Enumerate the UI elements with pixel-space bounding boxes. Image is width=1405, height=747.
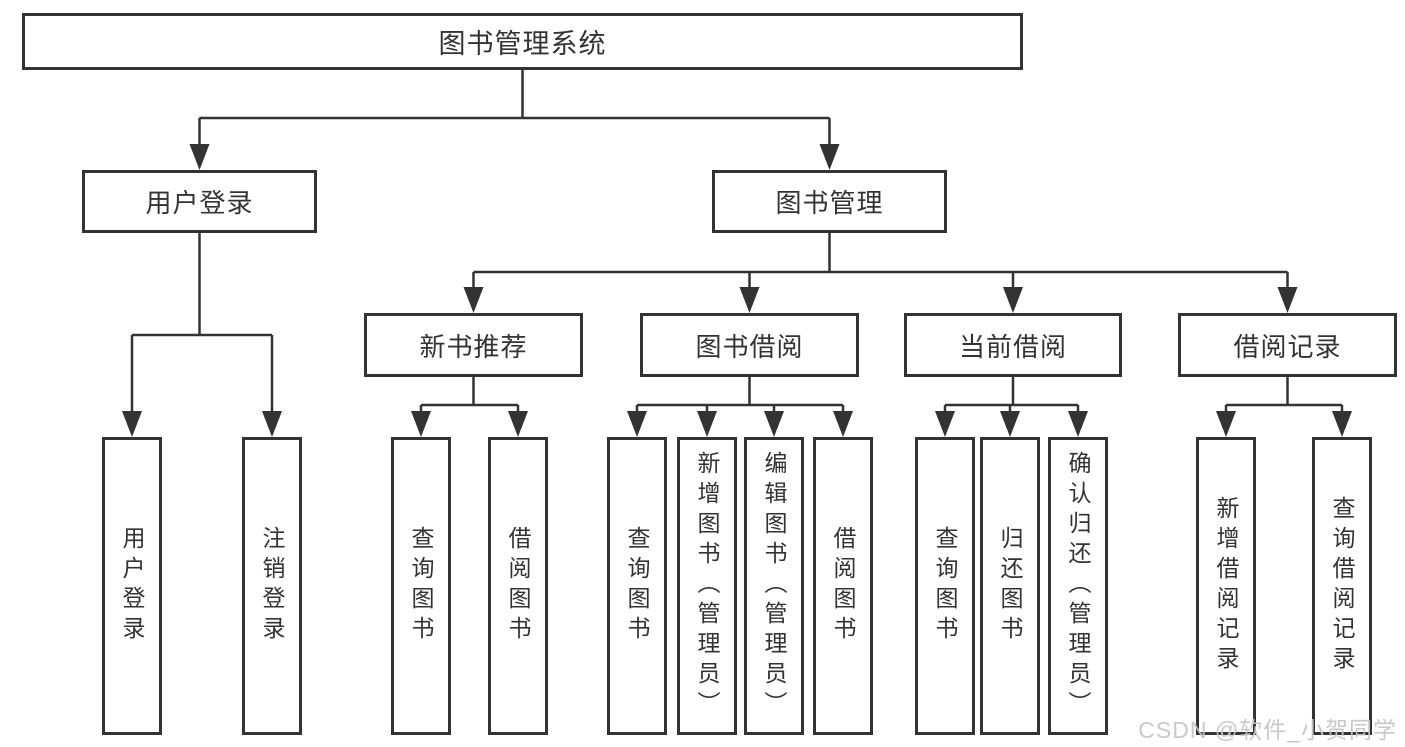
leaf-query-borrow-record: 查询借阅记录: [1312, 437, 1372, 735]
leaf-borrow-books-recommend: 借阅图书: [488, 437, 548, 735]
node-borrow-records: 借阅记录: [1178, 313, 1397, 377]
node-book-management-branch: 图书管理: [712, 170, 947, 233]
leaf-return-books: 归还图书: [980, 437, 1040, 735]
leaf-confirm-return-admin: 确认归还（管理员）: [1048, 437, 1108, 735]
leaf-query-books-current: 查询图书: [915, 437, 975, 735]
node-user-login-branch: 用户登录: [82, 170, 317, 233]
leaf-user-login: 用户登录: [102, 437, 162, 735]
leaf-add-books-admin: 新增图书（管理员）: [677, 437, 737, 735]
leaf-borrow-books: 借阅图书: [813, 437, 873, 735]
leaf-edit-books-admin: 编辑图书（管理员）: [744, 437, 804, 735]
arrowhead-icons: [122, 144, 1352, 437]
leaf-add-borrow-record: 新增借阅记录: [1196, 437, 1256, 735]
node-book-borrowing: 图书借阅: [640, 313, 859, 377]
leaf-query-books-borrowing: 查询图书: [607, 437, 667, 735]
node-current-borrowing: 当前借阅: [904, 313, 1122, 377]
leaf-query-books-recommend: 查询图书: [391, 437, 451, 735]
leaf-logout: 注销登录: [242, 437, 302, 735]
node-root-system: 图书管理系统: [22, 13, 1023, 70]
node-new-book-recommend: 新书推荐: [364, 313, 583, 377]
csdn-watermark: CSDN @软件_小贺同学: [1138, 717, 1397, 743]
